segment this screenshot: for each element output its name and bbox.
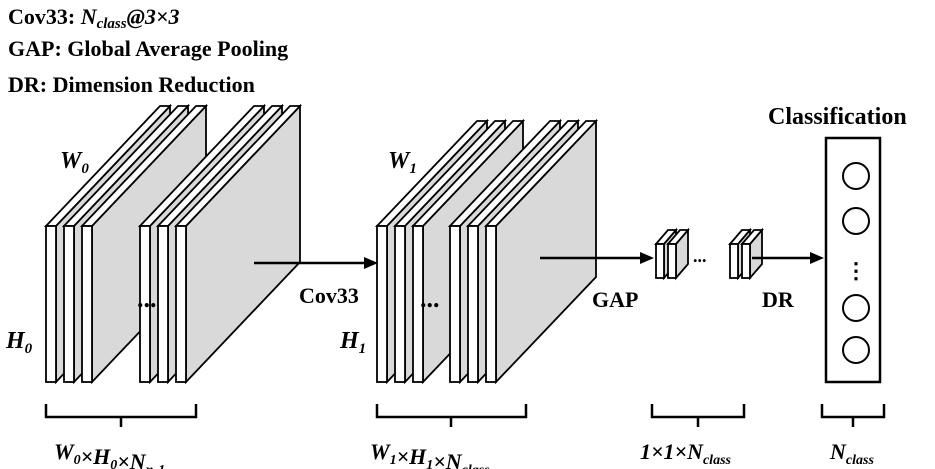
slab-front <box>63 225 75 383</box>
conv-feature-maps <box>374 118 599 385</box>
block0-dimension-label: W0×H0×Nn-1 <box>54 439 165 469</box>
output-neuron <box>842 294 870 322</box>
cov33-label: Cov33 <box>299 283 359 308</box>
legend-line-3: DR: Dimension Reduction <box>8 72 255 97</box>
block2-ellipsis: ... <box>693 246 707 266</box>
slab-front <box>45 225 57 383</box>
block2-dimension-label: 1×1×Nclass <box>640 439 732 468</box>
block1-brace <box>375 404 528 427</box>
block0-ellipsis: ... <box>137 284 157 313</box>
block0-brace <box>44 404 198 427</box>
slab-front <box>412 225 424 383</box>
slab-front <box>157 225 169 383</box>
slab-front <box>394 225 406 383</box>
legend-line-1: Cov33: Nclass@3×3 <box>8 4 179 32</box>
block0-height-label: H0 <box>5 328 33 357</box>
block1-width-label: W1 <box>388 148 417 177</box>
slab-front <box>81 225 93 383</box>
block1-dimension-label: W1×H1×Nclass <box>370 439 490 469</box>
dr-label: DR <box>762 287 795 312</box>
slab-front <box>667 243 677 279</box>
neuron-vdots: ⋮ <box>845 258 867 283</box>
block2-brace <box>650 404 746 427</box>
block0-width-label: W0 <box>60 148 89 177</box>
arrow-cov33-head <box>364 257 378 269</box>
block3-dimension-label: Nclass <box>829 439 874 468</box>
legend-line-2: GAP: Global Average Pooling <box>8 36 288 61</box>
output-neuron <box>842 162 870 190</box>
gap-label: GAP <box>592 287 638 312</box>
slab-front <box>655 243 665 279</box>
input-feature-maps <box>43 103 303 385</box>
slab-front <box>449 225 461 383</box>
arrow-gap-head <box>640 252 654 264</box>
pooled-feature-vectors <box>654 227 764 281</box>
block1-height-label: H1 <box>339 328 366 357</box>
slab-front <box>139 225 151 383</box>
arrow-dr-head <box>810 252 824 264</box>
output-neuron <box>842 336 870 364</box>
block3-brace <box>820 404 886 427</box>
slab-front <box>741 243 751 279</box>
block1-ellipsis: ... <box>420 284 440 313</box>
slab-front <box>175 225 187 383</box>
slab-front <box>485 225 497 383</box>
output-neuron <box>842 207 870 235</box>
slab-front <box>467 225 479 383</box>
classification-title: Classification <box>768 104 907 130</box>
slab-front <box>376 225 388 383</box>
slab-front <box>729 243 739 279</box>
